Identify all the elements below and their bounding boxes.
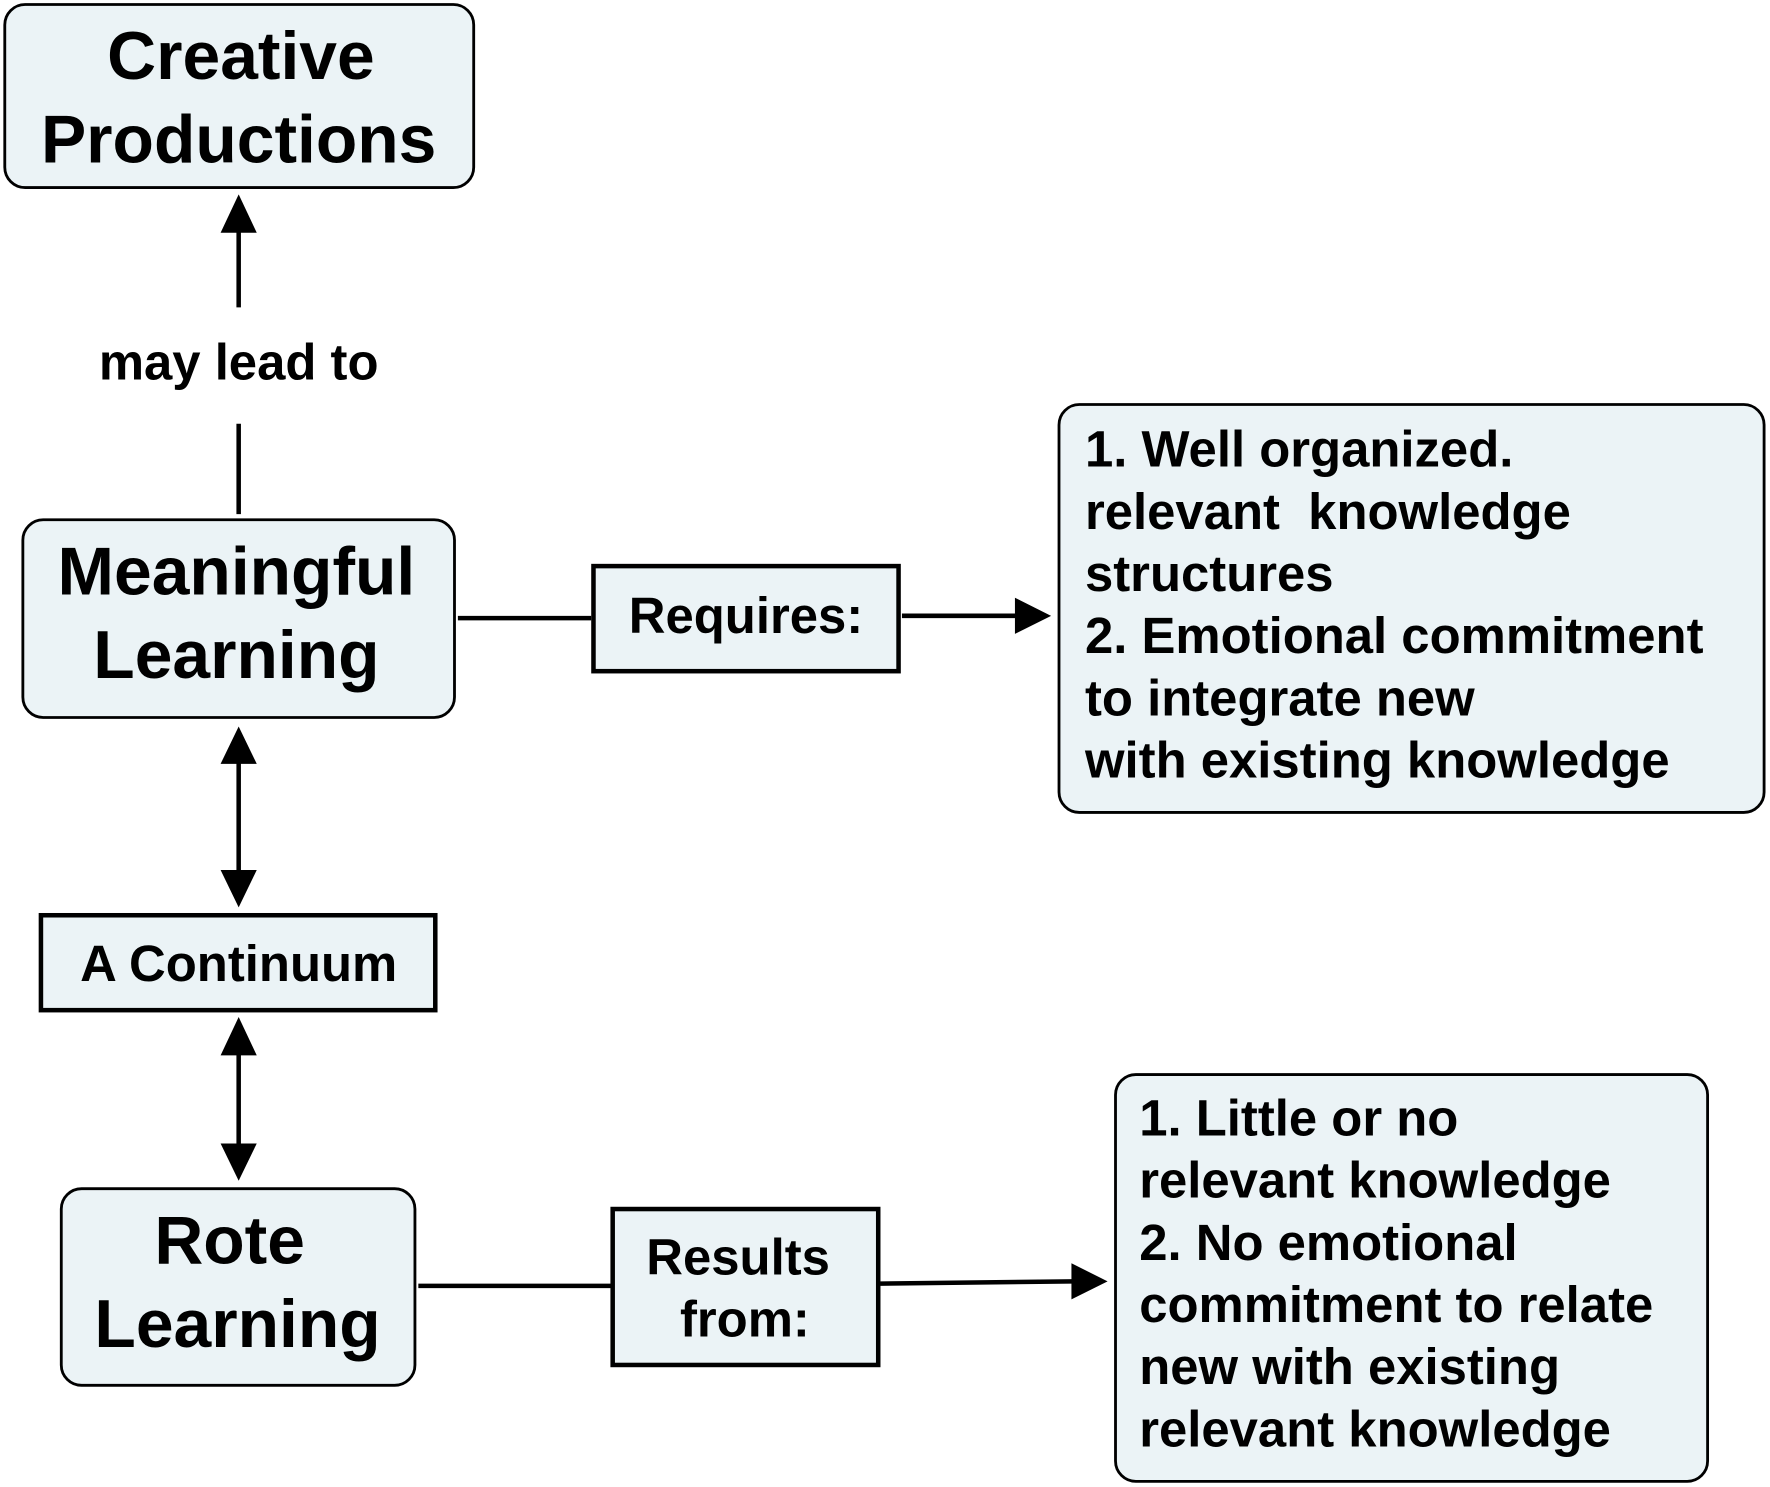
link-continuum: A Continuum xyxy=(38,912,438,1013)
arrowhead-icon xyxy=(220,1016,257,1056)
node-text: with existing knowledge xyxy=(1084,731,1670,788)
arrowhead-icon xyxy=(1071,1263,1108,1300)
node-requirements[interactable]: 1. Well organized. relevant knowledge st… xyxy=(1057,403,1766,814)
node-rote-learning[interactable]: Rote Learning xyxy=(59,1187,417,1387)
node-text: Learning xyxy=(93,618,379,693)
node-text: Rote xyxy=(154,1203,305,1278)
arrowhead-icon xyxy=(220,194,257,233)
node-text: new with existing xyxy=(1139,1338,1560,1395)
link-requires: Requires: xyxy=(457,563,1052,674)
node-text: Meaningful xyxy=(58,534,416,609)
node-text: 2. Emotional commitment xyxy=(1085,607,1704,664)
node-text: commitment to relate xyxy=(1139,1276,1653,1333)
link-label: Results xyxy=(646,1229,830,1286)
link-label: may lead to xyxy=(99,334,379,391)
arrowhead-icon xyxy=(220,1143,257,1181)
arrowhead-icon xyxy=(1014,597,1052,634)
link-label: A Continuum xyxy=(80,935,397,992)
node-text: Creative xyxy=(107,19,375,94)
node-meaningful-learning[interactable]: Meaningful Learning xyxy=(21,518,456,719)
link-continuum-lower xyxy=(220,1016,257,1181)
arrowhead-icon xyxy=(220,870,257,908)
node-creative-productions[interactable]: Creative Productions xyxy=(3,3,476,189)
node-text: 1. Well organized. xyxy=(1085,421,1513,478)
node-text: relevant knowledge xyxy=(1139,1152,1611,1209)
node-causes[interactable]: 1. Little or no relevant knowledge 2. No… xyxy=(1114,1073,1710,1483)
link-label: Requires: xyxy=(629,587,863,644)
link-results-from: Results from: xyxy=(418,1206,1108,1368)
link-may-lead-to: may lead to xyxy=(99,194,379,515)
node-text: Learning xyxy=(94,1287,380,1362)
node-text: Productions xyxy=(41,103,436,178)
node-text: 1. Little or no xyxy=(1139,1090,1458,1147)
arrowhead-icon xyxy=(220,726,257,764)
node-text: relevant knowledge xyxy=(1085,483,1571,540)
link-continuum-upper xyxy=(220,726,257,908)
node-text: relevant knowledge xyxy=(1139,1400,1611,1457)
link-label: from: xyxy=(680,1291,810,1348)
node-text: to integrate new xyxy=(1085,669,1475,726)
node-text: 2. No emotional xyxy=(1139,1214,1517,1271)
node-text: structures xyxy=(1085,545,1334,602)
